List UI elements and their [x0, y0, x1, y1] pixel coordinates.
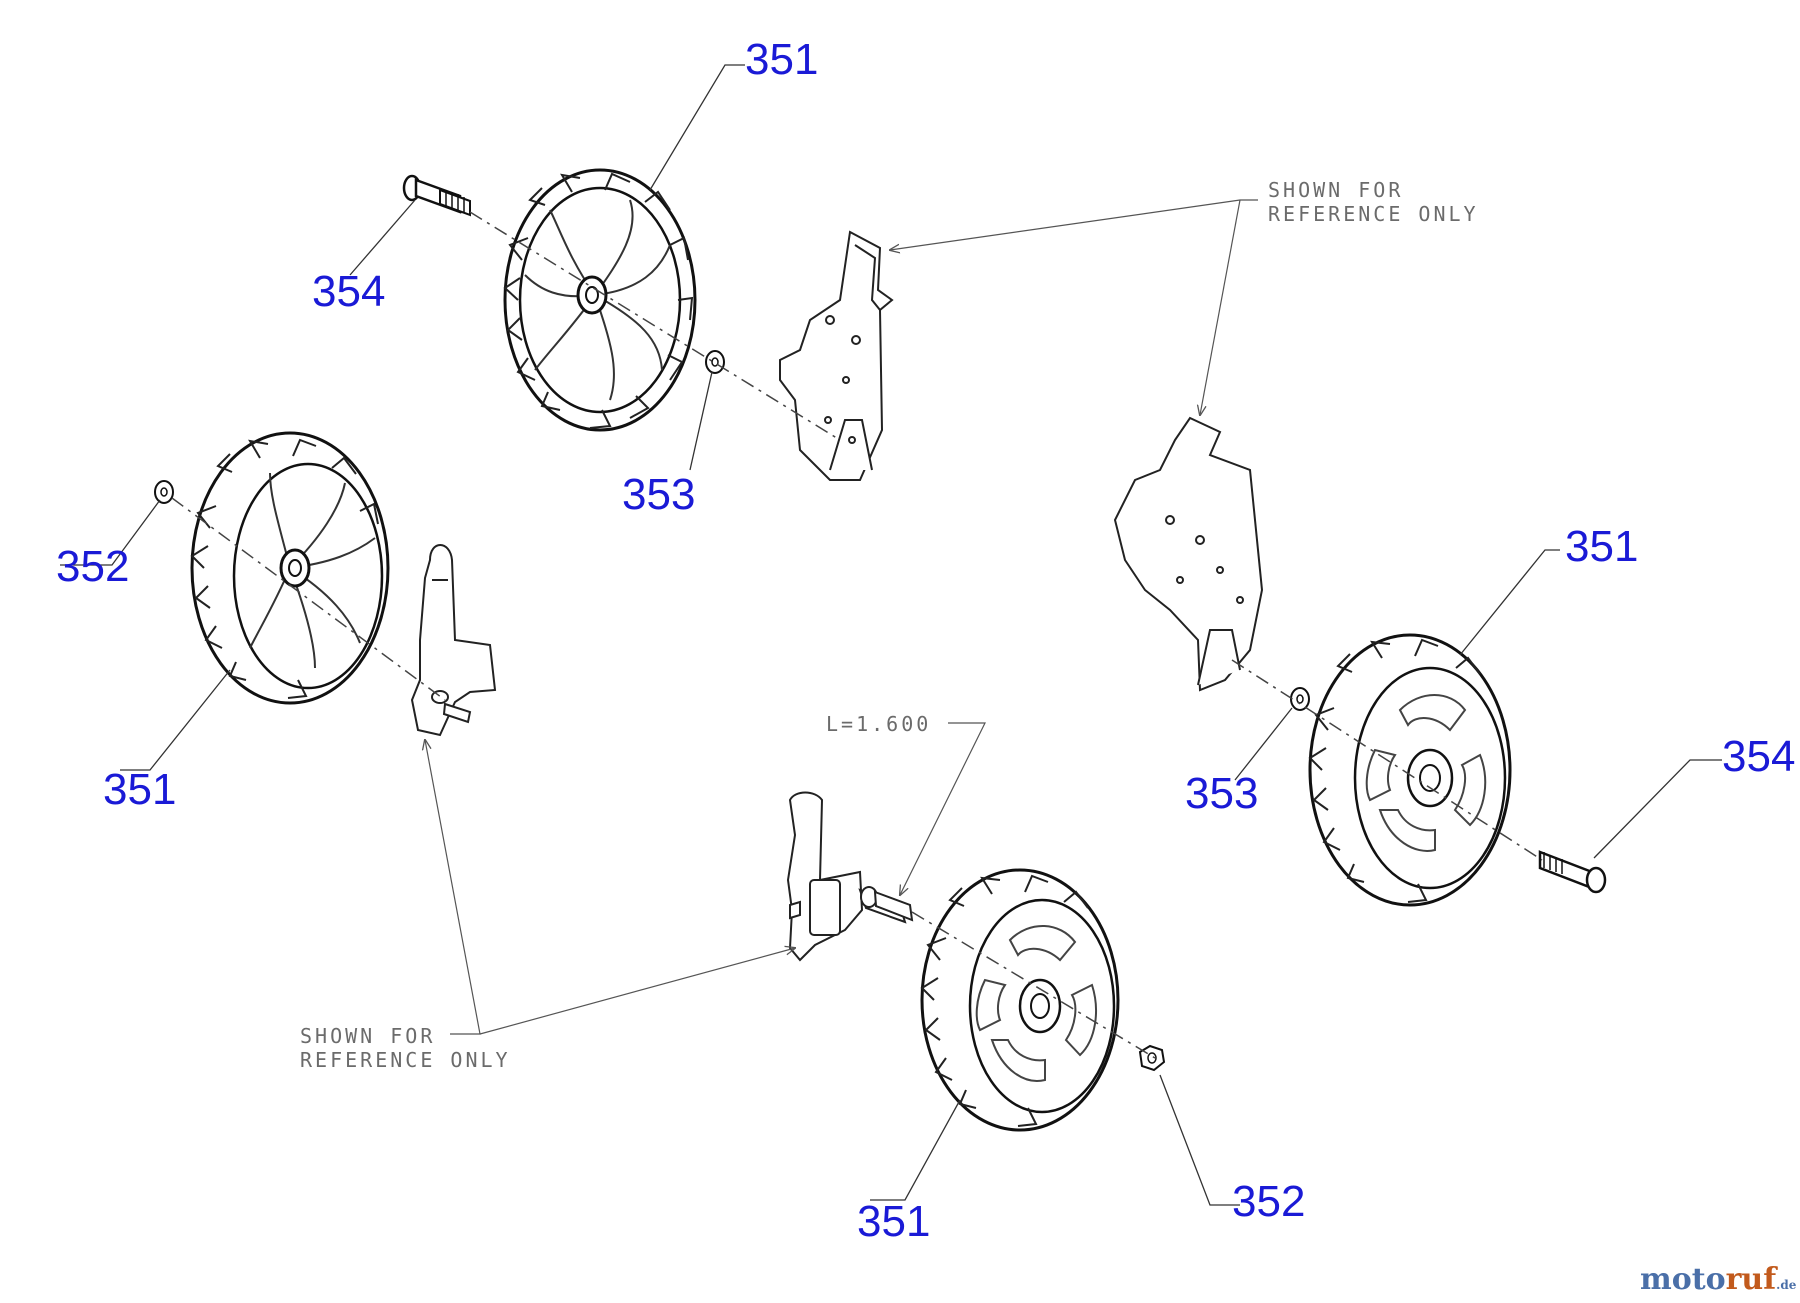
part-label-353-top: 353 [622, 470, 696, 519]
part-label-351-left: 351 [103, 765, 177, 814]
length-note: L=1.600 [826, 712, 932, 736]
part-label-352-left: 352 [56, 542, 130, 591]
watermark-part1: moto [1640, 1262, 1726, 1297]
bracket-top-reference [779, 230, 894, 481]
nut-bottom [1138, 1044, 1166, 1072]
reference-note-top: SHOWN FOR REFERENCE ONLY [1268, 178, 1479, 226]
washer-right [1290, 687, 1310, 711]
reference-note-bottom-line1: SHOWN FOR [300, 1024, 436, 1048]
wheel-bottom [920, 868, 1120, 1132]
reference-note-top-line2: REFERENCE ONLY [1268, 202, 1479, 226]
washer-top [705, 350, 725, 374]
reference-note-top-line1: SHOWN FOR [1268, 178, 1404, 202]
axle-line-right [1231, 659, 1543, 861]
part-label-351-right: 351 [1565, 522, 1639, 571]
watermark-logo: motoruf.de [1640, 1262, 1796, 1297]
reference-leaders [425, 199, 1258, 1035]
reference-note-bottom: SHOWN FOR REFERENCE ONLY [300, 1024, 511, 1072]
wheel-right [1308, 633, 1512, 907]
watermark-part2: ruf [1725, 1262, 1777, 1297]
bracket-bottom-reference [786, 791, 914, 962]
reference-note-bottom-line2: REFERENCE ONLY [300, 1048, 511, 1072]
part-label-351-top: 351 [745, 35, 819, 84]
bracket-left-reference [410, 544, 497, 737]
nut-left [154, 480, 174, 504]
wheel-top [503, 168, 697, 432]
bracket-right-reference [1113, 416, 1264, 692]
wheel-left [190, 431, 390, 705]
bolt-right [1538, 850, 1607, 894]
leader-lines [60, 64, 1722, 1206]
part-label-352-bottom: 352 [1232, 1177, 1306, 1226]
axle-line-left [171, 497, 446, 701]
bolt-top [402, 174, 471, 217]
watermark-part3: .de [1776, 1278, 1797, 1292]
axle-line-bottom [911, 911, 1156, 1059]
part-label-351-bottom: 351 [857, 1197, 931, 1246]
part-label-354-top: 354 [312, 267, 386, 316]
part-label-354-right: 354 [1722, 732, 1796, 781]
part-label-353-right: 353 [1185, 769, 1259, 818]
